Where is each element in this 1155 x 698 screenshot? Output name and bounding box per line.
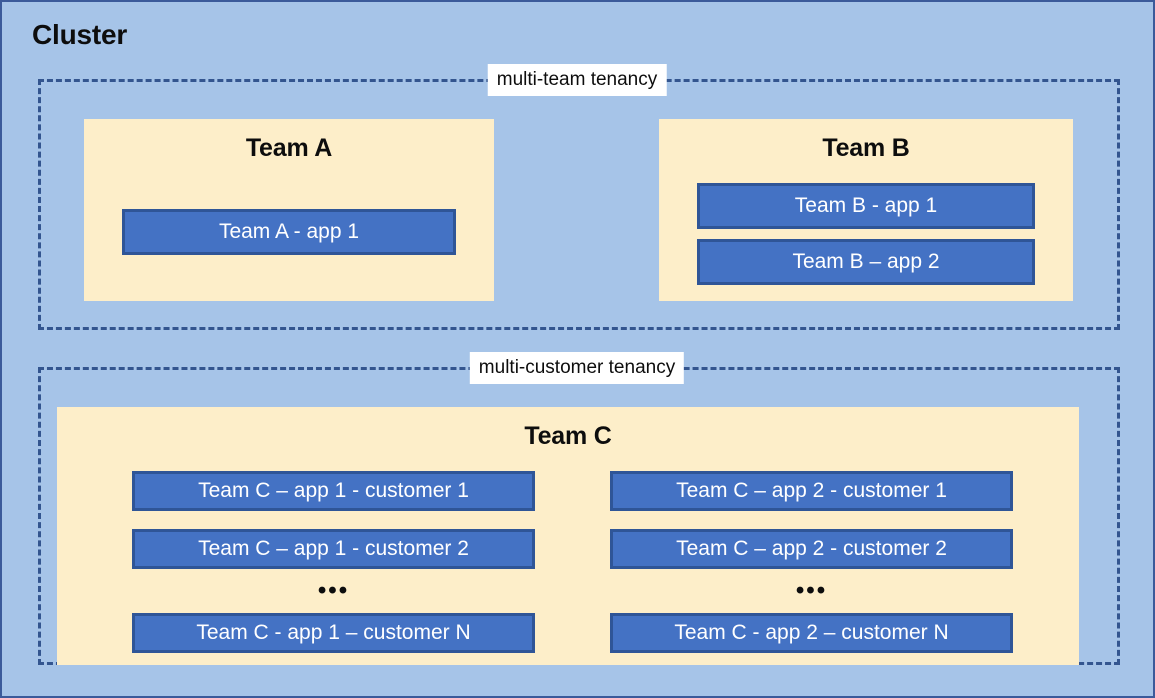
tenancy-label-multi-customer: multi-customer tenancy: [469, 352, 685, 384]
team-title-team-b: Team B: [822, 134, 910, 162]
app-box-team-c-app-2-customer-2[interactable]: Team C – app 2 - customer 2: [610, 529, 1013, 569]
app-box-team-c-app-2-customer-1[interactable]: Team C – app 2 - customer 1: [610, 471, 1013, 511]
team-box-team-c: Team C Team C – app 1 - customer 1 Team …: [57, 407, 1079, 665]
app-box-team-c-app-1-customer-2[interactable]: Team C – app 1 - customer 2: [132, 529, 535, 569]
app-box-team-c-app-1-customer-n[interactable]: Team C - app 1 – customer N: [132, 613, 535, 653]
app-box-team-c-app-2-customer-n[interactable]: Team C - app 2 – customer N: [610, 613, 1013, 653]
ellipsis-app-1: •••: [317, 577, 350, 604]
app-box-team-b-app-2[interactable]: Team B – app 2: [697, 239, 1035, 285]
cluster-title: Cluster: [32, 19, 128, 50]
app-box-team-a-app-1[interactable]: Team A - app 1: [122, 209, 456, 255]
team-title-team-c: Team C: [524, 422, 612, 450]
tenancy-label-multi-team: multi-team tenancy: [487, 64, 667, 96]
team-box-team-b: Team B Team B - app 1 Team B – app 2: [659, 119, 1073, 301]
team-box-team-a: Team A Team A - app 1: [84, 119, 494, 301]
app-box-team-c-app-1-customer-1[interactable]: Team C – app 1 - customer 1: [132, 471, 535, 511]
team-title-team-a: Team A: [245, 134, 333, 162]
ellipsis-app-2: •••: [795, 577, 828, 604]
app-box-team-b-app-1[interactable]: Team B - app 1: [697, 183, 1035, 229]
